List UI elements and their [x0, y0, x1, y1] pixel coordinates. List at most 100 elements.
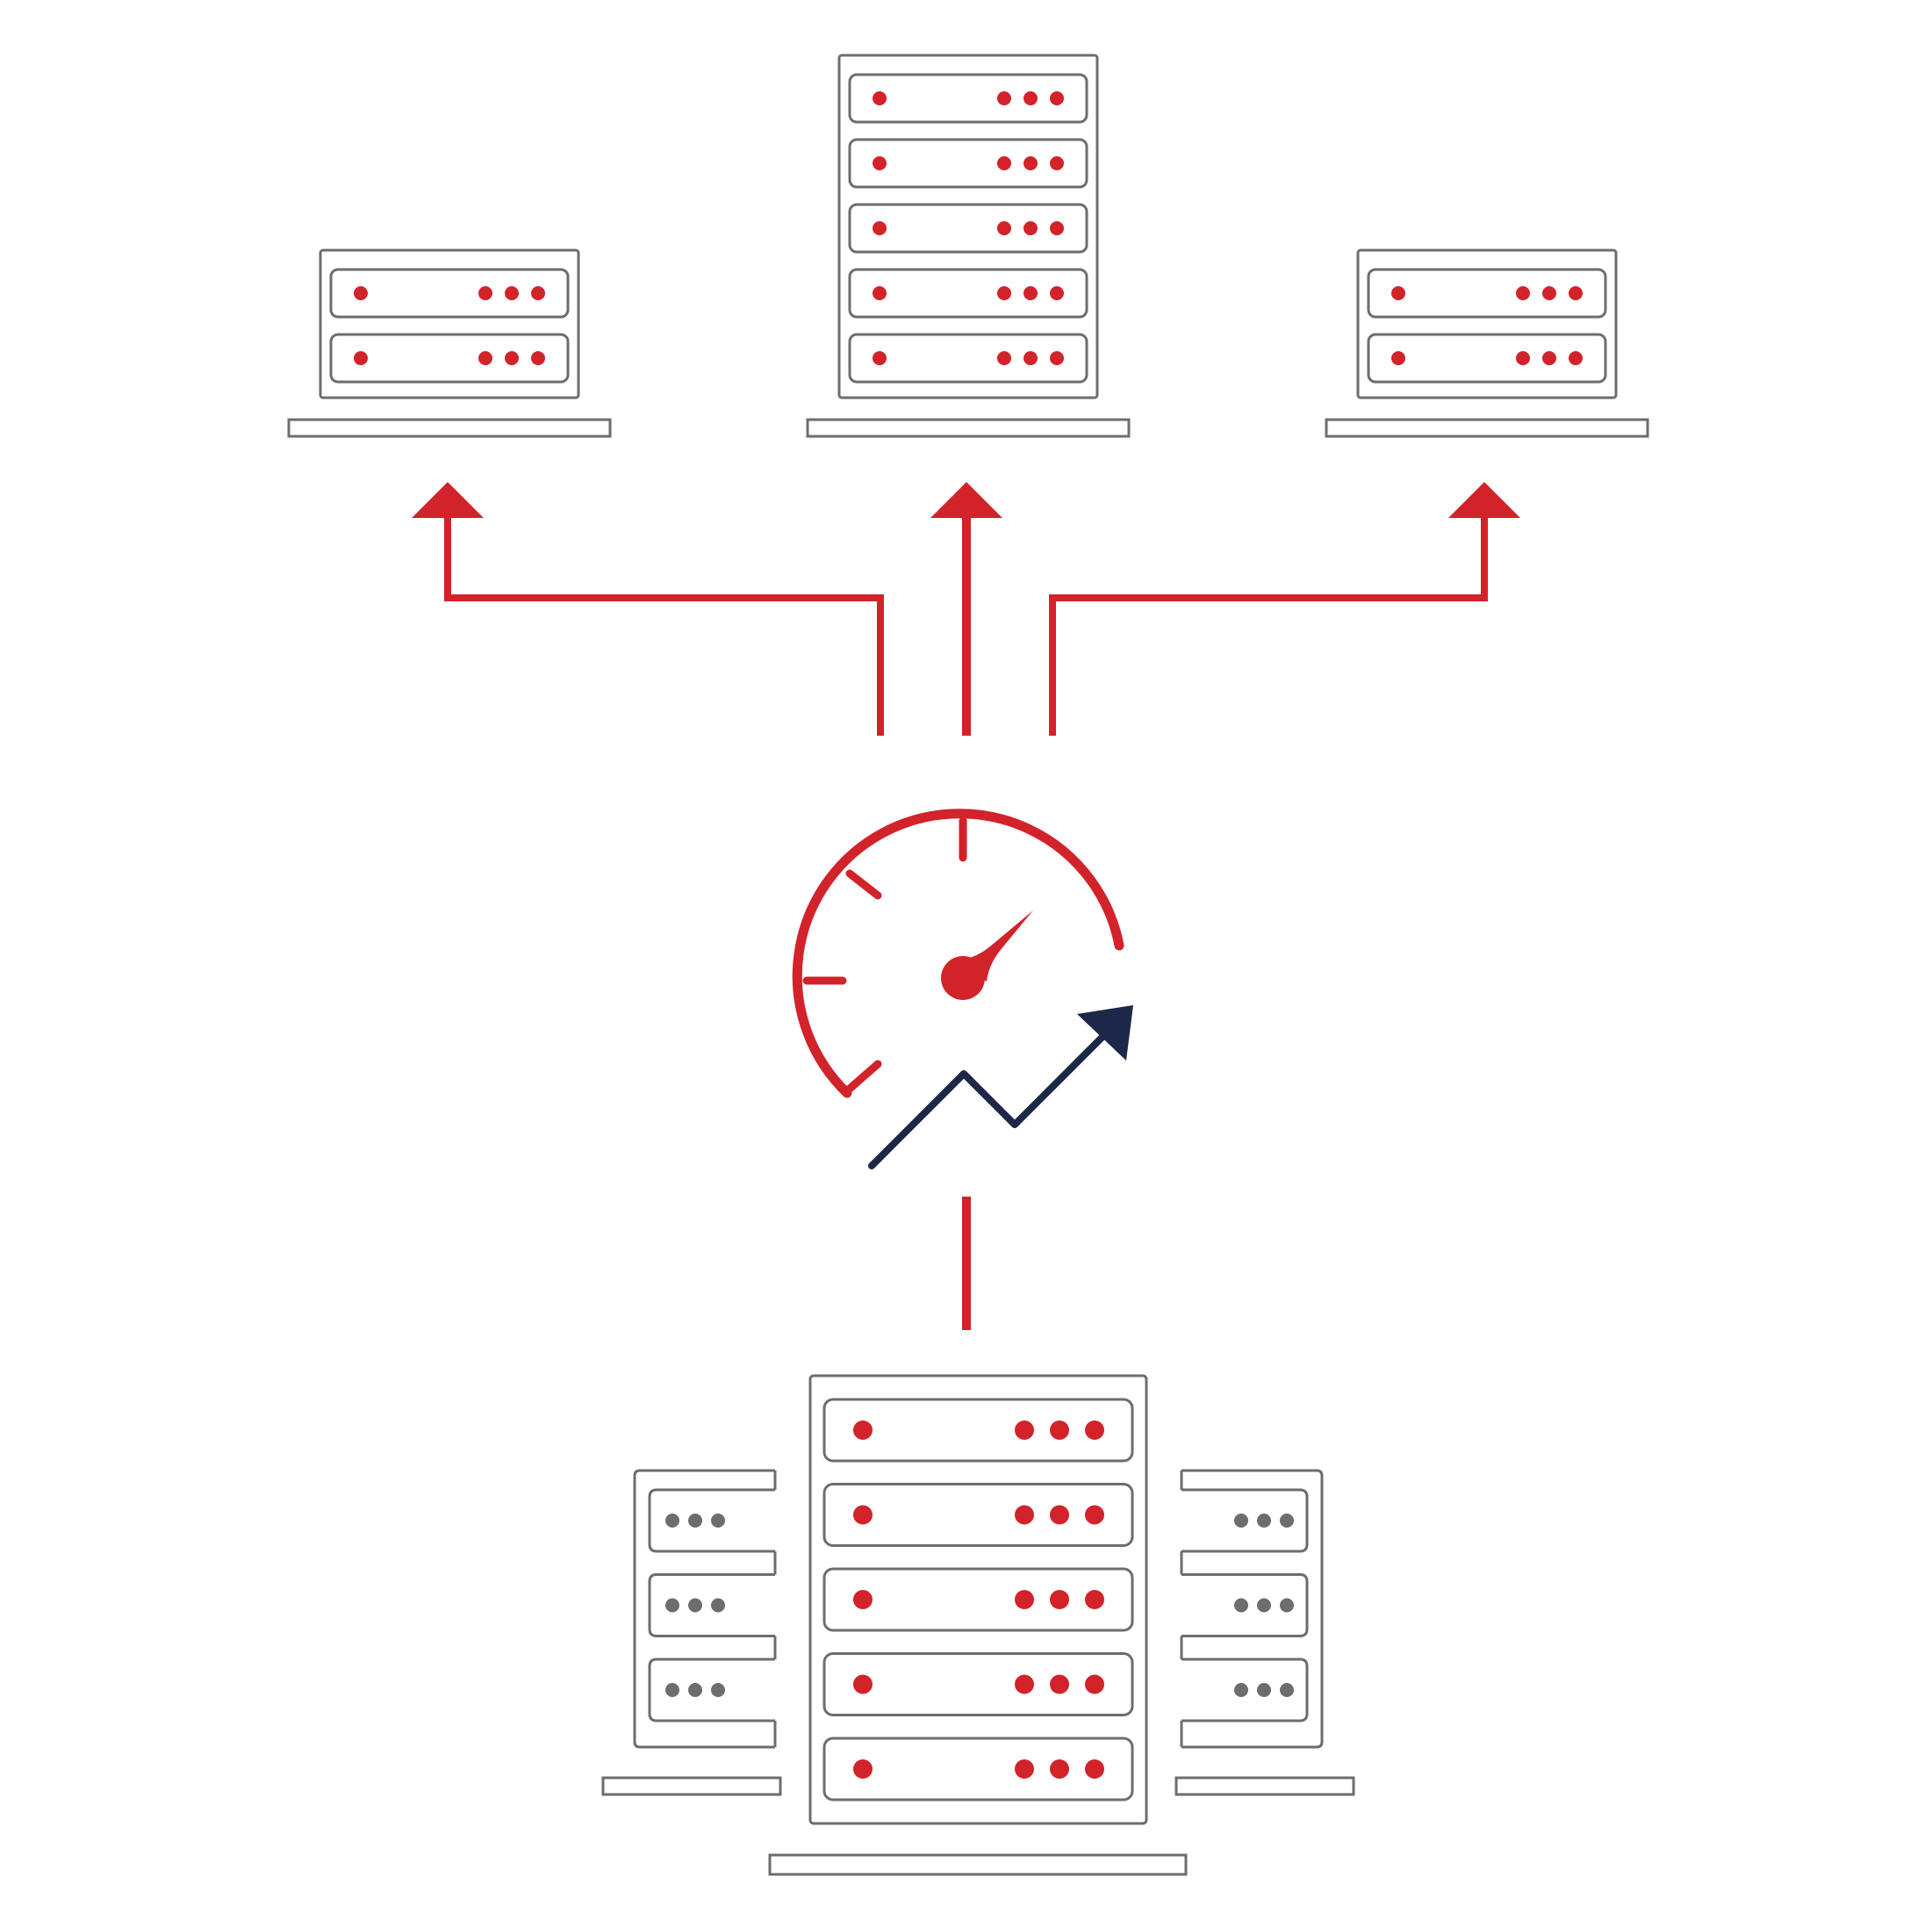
rack-unit-bay: [822, 1398, 1134, 1463]
status-led: [1050, 1674, 1069, 1694]
status-led: [1023, 351, 1038, 365]
status-led: [1085, 1759, 1104, 1779]
status-led: [665, 1598, 679, 1613]
rack-base-plate: [1325, 418, 1649, 438]
rack-unit: [648, 1488, 777, 1575]
status-led: [711, 1514, 725, 1528]
status-led: [1023, 91, 1038, 105]
route-arrow-center: [930, 482, 1002, 736]
trend-up-arrow-icon: [868, 1005, 1133, 1169]
rack-unit-bay: [848, 203, 1088, 254]
rack-unit-bay: [848, 73, 1088, 124]
status-led: [531, 286, 545, 300]
target-server-right: [1325, 248, 1649, 438]
rack-frame: [1356, 248, 1618, 399]
status-led: [1280, 1514, 1294, 1528]
gauge-needle: [952, 910, 1033, 982]
rack-unit-bay: [822, 1567, 1134, 1632]
status-led: [354, 286, 368, 300]
status-led: [1050, 286, 1064, 300]
status-led: [354, 351, 368, 365]
status-led: [1015, 1590, 1034, 1609]
rack-unit: [1367, 333, 1607, 384]
rack-unit: [822, 1483, 1134, 1547]
status-led: [997, 91, 1011, 105]
rack-unit-bay: [1367, 333, 1607, 384]
rack-unit: [848, 73, 1088, 124]
status-led: [1542, 351, 1556, 365]
status-led: [853, 1590, 873, 1609]
status-led: [873, 221, 887, 235]
rack-frame: [1181, 1469, 1324, 1749]
status-led: [1050, 91, 1064, 105]
rack-unit: [822, 1737, 1134, 1802]
source-server-left: [601, 1469, 782, 1796]
rack-frame: [633, 1469, 775, 1749]
rack-frame: [319, 248, 580, 399]
status-led: [853, 1420, 873, 1440]
target-server-left: [287, 248, 612, 438]
status-led: [853, 1505, 873, 1525]
status-led: [853, 1759, 873, 1779]
status-led: [1234, 1514, 1248, 1528]
status-led: [1050, 1759, 1069, 1779]
rack-frame: [837, 54, 1099, 399]
status-led: [997, 221, 1011, 235]
status-led: [1085, 1674, 1104, 1694]
source-server-right: [1174, 1469, 1355, 1796]
status-led: [1015, 1505, 1034, 1525]
rack-unit-bay: [648, 1658, 775, 1722]
gauge-tick-lower-left: [845, 1060, 882, 1093]
status-led: [1015, 1420, 1034, 1440]
status-led: [711, 1683, 725, 1697]
target-server-center: [806, 54, 1131, 438]
arrow-up-icon: [412, 482, 484, 518]
rack-base-plate: [806, 418, 1131, 438]
status-led: [1050, 1590, 1069, 1609]
status-led: [505, 351, 519, 365]
status-led: [997, 351, 1011, 365]
gauge-arc: [792, 809, 1124, 1098]
status-led: [1085, 1590, 1104, 1609]
rack-unit: [822, 1398, 1134, 1463]
status-led: [1050, 1420, 1069, 1440]
status-led: [1391, 286, 1405, 300]
rack-unit: [1180, 1573, 1309, 1659]
rack-base-plate: [768, 1853, 1188, 1876]
rack-unit-bay: [648, 1573, 775, 1637]
rack-unit: [329, 268, 570, 319]
status-led: [1234, 1683, 1248, 1697]
status-led: [1516, 351, 1530, 365]
status-led: [1542, 286, 1556, 300]
status-led: [711, 1598, 725, 1613]
rack-unit: [848, 333, 1088, 384]
route-arrow-left: [412, 482, 884, 736]
status-led: [478, 351, 492, 365]
rack-unit: [822, 1567, 1134, 1632]
rack-unit-bay: [1367, 268, 1607, 319]
status-led: [1023, 156, 1038, 170]
status-led: [688, 1598, 702, 1613]
trend-arrow-head: [1077, 1005, 1133, 1061]
rack-unit: [329, 333, 570, 384]
status-led: [1234, 1598, 1248, 1613]
arrow-up-icon: [1448, 482, 1520, 518]
rack-unit-bay: [848, 268, 1088, 319]
rack-base-plate: [287, 418, 612, 438]
status-led: [478, 286, 492, 300]
status-led: [873, 91, 887, 105]
status-led: [688, 1683, 702, 1697]
rack-unit-bay: [1181, 1488, 1309, 1553]
rack-unit: [1367, 268, 1607, 319]
status-led: [665, 1683, 679, 1697]
arrow-up-icon: [930, 482, 1002, 518]
gauge-tick-upper-left: [845, 869, 882, 900]
status-led: [1257, 1514, 1271, 1528]
status-led: [1015, 1759, 1034, 1779]
status-led: [873, 351, 887, 365]
rack-unit-bay: [1181, 1658, 1309, 1722]
rack-unit-bay: [822, 1483, 1134, 1547]
rack-unit-bay: [822, 1737, 1134, 1802]
status-led: [1257, 1683, 1271, 1697]
rack-unit-bay: [848, 138, 1088, 189]
